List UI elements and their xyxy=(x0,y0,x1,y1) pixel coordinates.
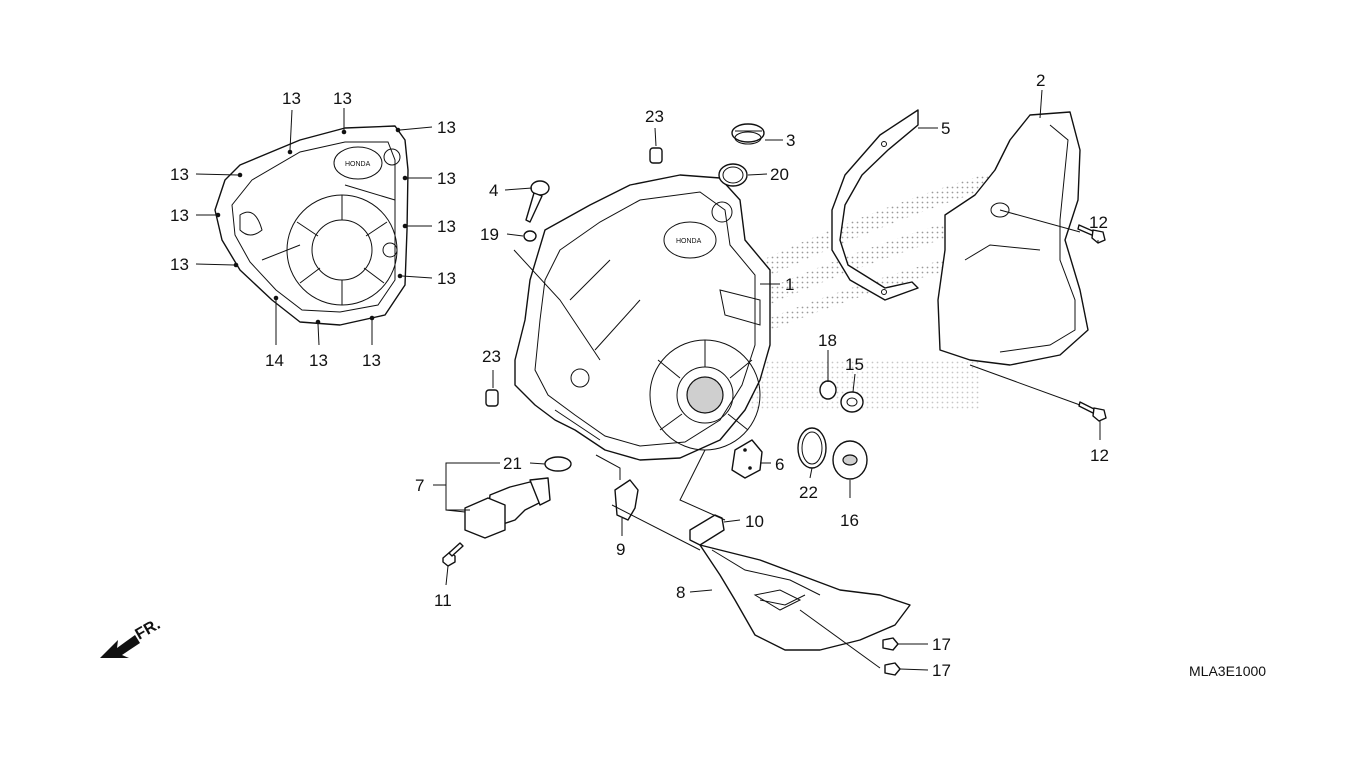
callout-7: 7 xyxy=(415,476,424,495)
callout-3: 3 xyxy=(786,131,795,150)
callout-13: 13 xyxy=(309,351,328,370)
callout-6: 6 xyxy=(775,455,784,474)
callout-19: 19 xyxy=(480,225,499,244)
dowel-pin-23b xyxy=(485,389,499,407)
front-direction-indicator: FR. xyxy=(100,616,163,658)
bolt-12b xyxy=(1078,401,1107,422)
callout-2: 2 xyxy=(1036,71,1045,90)
callout-9: 9 xyxy=(616,540,625,559)
front-arrow-icon xyxy=(100,635,140,658)
cap-15 xyxy=(840,391,864,413)
callout-5: 5 xyxy=(941,119,950,138)
callout-15: 15 xyxy=(845,355,864,374)
callout-17: 17 xyxy=(932,661,951,680)
callout-13: 13 xyxy=(282,89,301,108)
callout-13: 13 xyxy=(437,269,456,288)
leader-lines xyxy=(195,89,1101,671)
callout-1: 1 xyxy=(785,275,794,294)
left-crankcase-cover: HONDA xyxy=(214,125,409,326)
bolt-17b xyxy=(884,662,901,676)
callout-14: 14 xyxy=(265,351,284,370)
o-ring-20 xyxy=(718,163,748,187)
honda-wing-watermark xyxy=(700,170,1000,410)
dowel-pin-23a xyxy=(649,147,663,164)
callout-13: 13 xyxy=(437,169,456,188)
callout-10: 10 xyxy=(745,512,764,531)
callout-12: 12 xyxy=(1090,446,1109,465)
generator-cover: HONDA xyxy=(514,174,771,461)
svg-text:HONDA: HONDA xyxy=(676,238,702,245)
oil-filler-cap-3 xyxy=(731,123,765,145)
callout-13: 13 xyxy=(170,255,189,274)
plate-6 xyxy=(731,439,763,479)
callout-18: 18 xyxy=(818,331,837,350)
bracket-10 xyxy=(689,514,725,546)
bolt-11 xyxy=(442,542,464,567)
callout-22: 22 xyxy=(799,483,818,502)
callout-12: 12 xyxy=(1089,213,1108,232)
callout-23: 23 xyxy=(482,347,501,366)
drawing-code: MLA3E1000 xyxy=(1189,663,1266,679)
sensor-assembly xyxy=(464,477,551,539)
o-ring-21 xyxy=(544,456,572,472)
svg-text:HONDA: HONDA xyxy=(345,161,371,168)
callout-16: 16 xyxy=(840,511,859,530)
callout-4: 4 xyxy=(489,181,498,200)
callout-13: 13 xyxy=(437,217,456,236)
callout-17: 17 xyxy=(932,635,951,654)
bracket-9 xyxy=(614,479,639,521)
washer-19 xyxy=(523,230,537,242)
callout-13: 13 xyxy=(333,89,352,108)
o-ring-18 xyxy=(819,380,837,400)
callout-13: 13 xyxy=(362,351,381,370)
callout-8: 8 xyxy=(676,583,685,602)
callout-21: 21 xyxy=(503,454,522,473)
callout-13: 13 xyxy=(170,165,189,184)
callout-11: 11 xyxy=(434,591,452,610)
plug-bolt-4 xyxy=(525,180,550,223)
callout-20: 20 xyxy=(770,165,789,184)
callout-23: 23 xyxy=(645,107,664,126)
sprocket-cover xyxy=(937,111,1089,366)
cap-16 xyxy=(832,440,868,480)
bolt-17a xyxy=(882,637,899,651)
callout-13: 13 xyxy=(170,206,189,225)
skid-plate xyxy=(699,544,911,651)
o-ring-22 xyxy=(797,427,827,469)
callout-labels: 13 13 13 13 13 13 13 13 13 14 13 13 23 3… xyxy=(170,71,1109,680)
bolt-12a xyxy=(1077,224,1106,244)
callout-13: 13 xyxy=(437,118,456,137)
chain-guide-bracket xyxy=(831,109,919,301)
